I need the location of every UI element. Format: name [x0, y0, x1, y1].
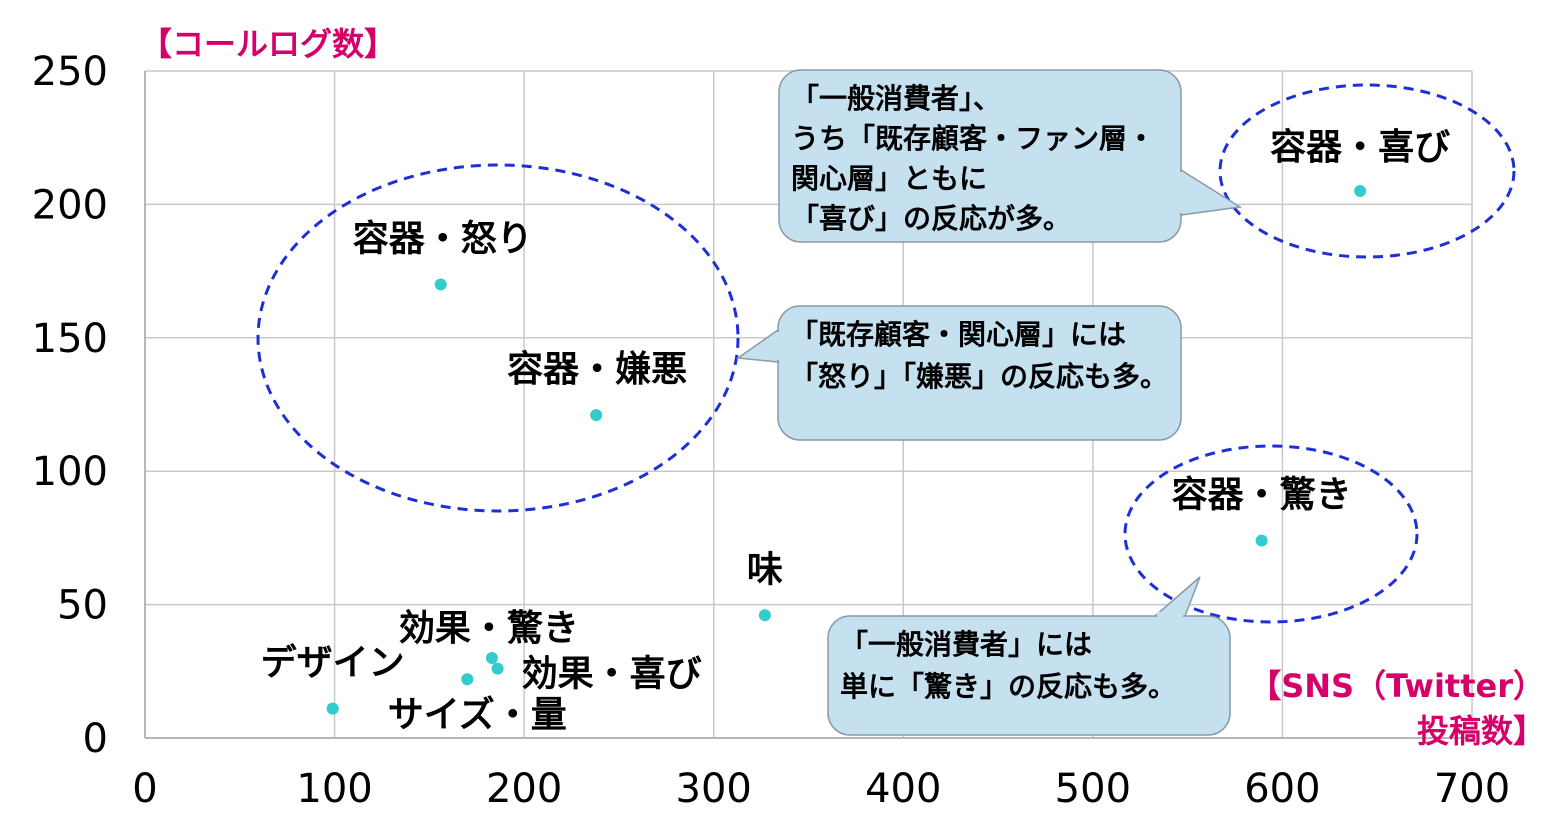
data-point-label: 容器・怒り [353, 218, 533, 259]
y-axis-title: 【コールログ数】 [140, 25, 396, 63]
y-tick-label: 200 [32, 182, 108, 228]
callout-text: 関心層」ともに [791, 162, 987, 195]
data-point-label: デザイン [261, 642, 405, 684]
callouts: 「一般消費者」、うち「既存顧客・ファン層・関心層」ともに「喜び」の反応が多。「既… [735, 69, 1243, 736]
x-axis-title-line1: 【SNS（Twitter） [1249, 667, 1545, 705]
x-tick-label: 400 [865, 766, 941, 812]
callout-box [778, 69, 1182, 243]
data-point [434, 278, 447, 291]
data-point [491, 662, 504, 675]
data-point-label: 容器・喜び [1270, 127, 1450, 168]
callout-seam [776, 332, 784, 360]
x-tick-label: 100 [296, 766, 372, 812]
highlight-ellipse [1123, 444, 1419, 624]
data-point [326, 702, 339, 715]
data-point-label: 容器・嫌悪 [507, 349, 687, 390]
data-point [590, 409, 603, 422]
x-tick-label: 0 [132, 766, 157, 812]
x-tick-label: 700 [1434, 766, 1510, 812]
callout-text: 「一般消費者」、 [791, 82, 1001, 115]
data-point [758, 609, 771, 622]
y-tick-label: 100 [32, 449, 108, 495]
y-tick-label: 0 [83, 716, 108, 762]
x-tick-label: 200 [486, 766, 562, 812]
callout-pointer [1180, 168, 1243, 216]
highlight-ellipse [1218, 83, 1516, 259]
data-point [1354, 185, 1367, 198]
callout-text: 単に「驚き」の反応も多。 [840, 670, 1176, 703]
axis-ticks: 0 100 200 300 400 500 600 700 0 50 100 150 200 250 [32, 49, 1511, 812]
callout-text: 「喜び」の反応が多。 [791, 202, 1071, 235]
data-point [1255, 534, 1268, 547]
highlight-ellipse [256, 163, 740, 513]
data-point [485, 651, 498, 664]
callout-text: 「怒り」「嫌悪」の反応も多。 [790, 360, 1168, 393]
callout-text: 「既存顧客・関心層」には [790, 318, 1126, 351]
x-axis-title-line2: 投稿数】 [1417, 712, 1545, 750]
data-point-label: 効果・驚き [399, 608, 579, 649]
callout-text: うち「既存顧客・ファン層・ [791, 122, 1155, 155]
callout-box [777, 305, 1182, 441]
x-tick-label: 600 [1244, 766, 1320, 812]
data-point [461, 673, 474, 686]
data-point-label: 容器・驚き [1172, 475, 1352, 516]
callout-seam [1157, 612, 1183, 620]
callout-text: 「一般消費者」には [840, 628, 1092, 661]
callout-pointer [1152, 576, 1201, 617]
x-tick-label: 300 [676, 766, 752, 812]
callout-seam [1175, 172, 1183, 213]
y-tick-label: 50 [57, 583, 108, 629]
data-point-label: サイズ・量 [388, 693, 567, 735]
y-tick-label: 150 [32, 316, 108, 362]
x-tick-label: 500 [1055, 766, 1131, 812]
data-point-label: 効果・喜び [522, 654, 702, 695]
callout-box [827, 615, 1231, 736]
y-tick-label: 250 [32, 49, 108, 95]
highlight-ellipses [256, 83, 1516, 624]
data-point-label: 味 [747, 549, 783, 590]
callout-pointer [735, 328, 779, 363]
